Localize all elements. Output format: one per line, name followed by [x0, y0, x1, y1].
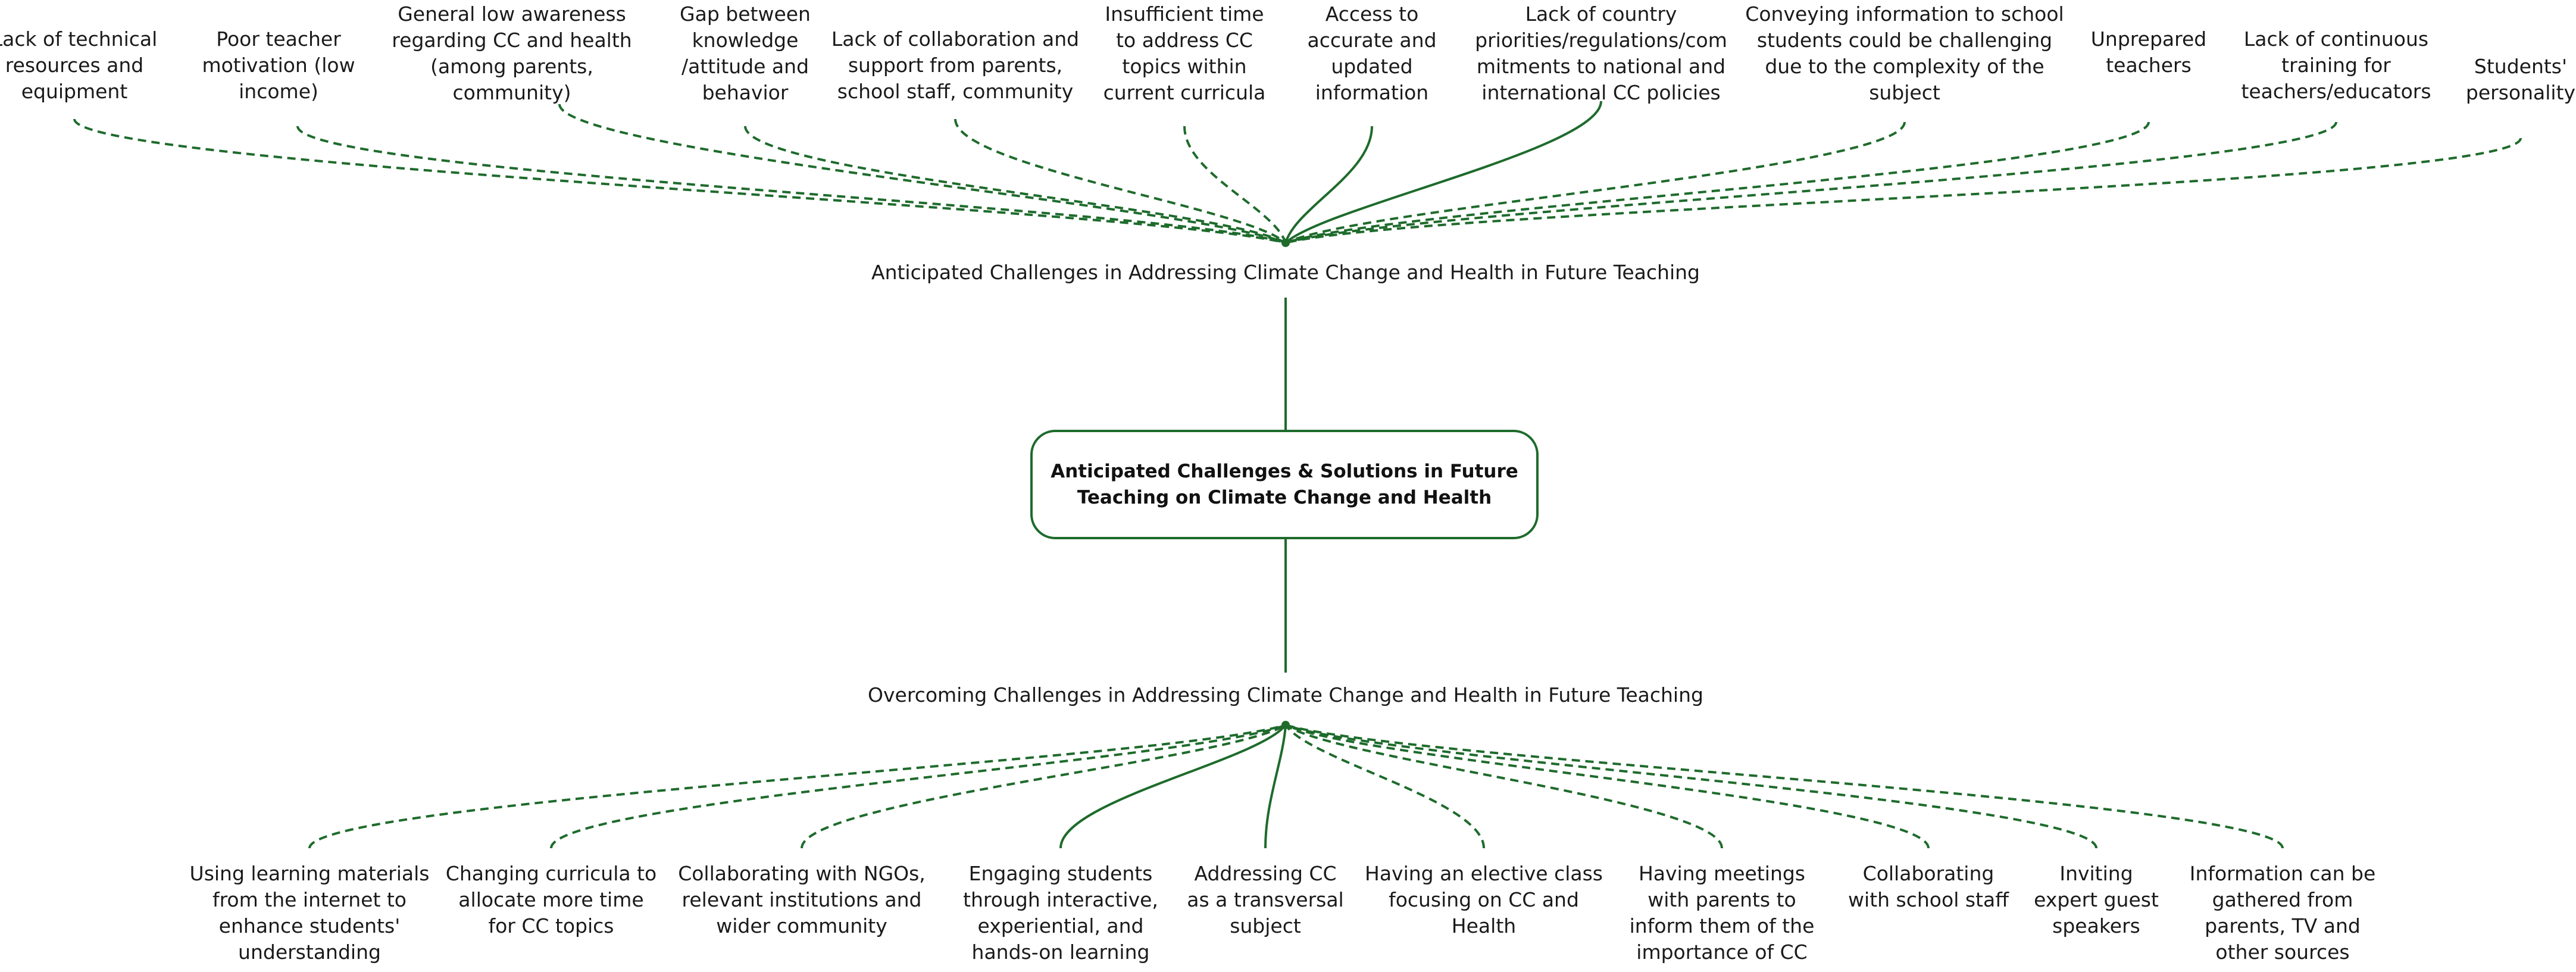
challenge-node: Lack of country priorities/regulations/c…: [1475, 2, 1727, 104]
solution-node: Collaborating with school staff: [1848, 862, 2009, 911]
challenge-connector: [1285, 121, 2150, 244]
solution-connector: [308, 724, 1286, 849]
solution-node: Inviting expert guest speakers: [2034, 862, 2159, 937]
challenge-connector: [1284, 101, 1602, 244]
challenge-node: Lack of technical resources and equipmen…: [0, 27, 158, 103]
challenge-connector: [1285, 121, 1906, 244]
challenge-node: Poor teacher motivation (low income): [202, 27, 355, 103]
challenge-node: Lack of continuous training for teachers…: [2241, 27, 2431, 103]
solution-node: Having meetings with parents to inform t…: [1629, 862, 1815, 964]
challenge-node: Unprepared teachers: [2090, 27, 2207, 77]
solution-node: Using learning materials from the intern…: [189, 862, 430, 964]
solution-node: Addressing CC as a transversal subject: [1187, 862, 1344, 937]
solution-node: Collaborating with NGOs, relevant instit…: [678, 862, 926, 937]
challenge-connector: [954, 118, 1287, 244]
solution-connector: [1059, 724, 1287, 849]
challenge-connector: [1285, 137, 2522, 244]
solution-connector: [1285, 724, 2097, 849]
solution-node: Having an elective class focusing on CC …: [1365, 862, 1603, 937]
solution-connector: [1285, 724, 2284, 849]
solution-connector: [801, 724, 1287, 849]
solution-connector: [1284, 724, 1723, 849]
solutions-heading: Overcoming Challenges in Addressing Clim…: [868, 683, 1703, 707]
challenge-node: Insufficient time to address CC topics w…: [1103, 2, 1266, 104]
solution-node: Engaging students through interactive, e…: [963, 862, 1158, 964]
challenge-connector: [1284, 126, 1373, 243]
solution-connector: [1285, 724, 1930, 849]
challenge-connector: [744, 126, 1286, 244]
challenge-connector: [558, 104, 1286, 244]
challenge-node: Conveying information to school students…: [1745, 2, 2064, 104]
challenge-node: Access to accurate and updated informati…: [1307, 2, 1437, 104]
challenge-connector: [1183, 126, 1287, 243]
root-node: Anticipated Challenges & Solutions in Fu…: [1030, 430, 1539, 539]
challenge-node: General low awareness regarding CC and h…: [392, 2, 632, 104]
challenge-node: Lack of collaboration and support from p…: [831, 27, 1080, 103]
solution-connector: [550, 724, 1286, 849]
solution-node: Changing curricula to allocate more time…: [445, 862, 657, 937]
solution-connector: [1264, 724, 1287, 849]
solution-node: Information can be gathered from parents…: [2189, 862, 2376, 964]
challenge-node: Gap between knowledge /attitude and beha…: [680, 2, 811, 104]
challenge-connector: [1285, 121, 2337, 244]
challenges-heading: Anticipated Challenges in Addressing Cli…: [871, 261, 1700, 284]
solution-connector: [1284, 724, 1485, 849]
challenge-connector: [73, 118, 1286, 244]
challenge-node: Students' personality: [2465, 55, 2576, 104]
challenge-connector: [296, 126, 1286, 244]
